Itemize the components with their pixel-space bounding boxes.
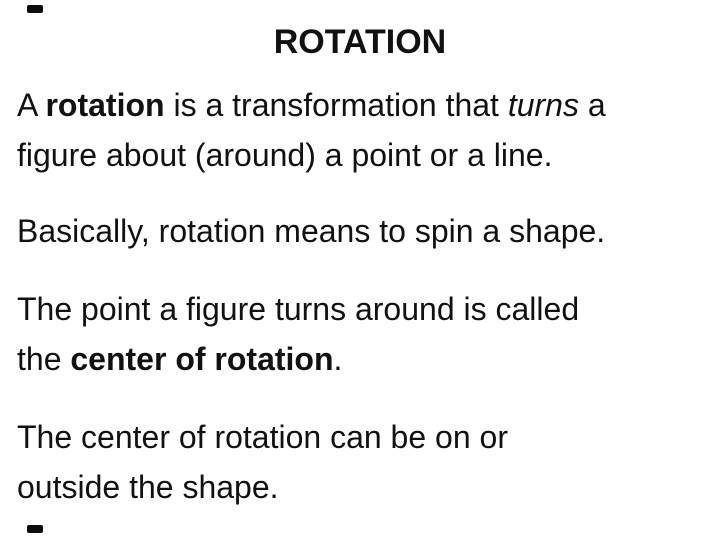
paragraph-spin-a-shape: Basically, rotation means to spin a shap… (17, 206, 703, 256)
paragraph-center-of-rotation: The point a figure turns around is calle… (17, 284, 703, 384)
text-segment: outside the shape. (17, 469, 279, 505)
text-segment: figure about (around) a point or a line. (17, 137, 553, 173)
text-segment-bold: center of rotation (70, 341, 334, 377)
text-segment: Basically, rotation means to spin a shap… (17, 213, 606, 249)
slide-body: A rotation is a transformation that turn… (0, 80, 720, 512)
text-segment: A (17, 87, 46, 123)
text-segment-italic: turns (507, 87, 579, 123)
text-line: A rotation is a transformation that turn… (17, 80, 703, 130)
text-line: figure about (around) a point or a line. (17, 130, 703, 180)
paragraph-rotation-definition: A rotation is a transformation that turn… (17, 80, 703, 180)
text-segment: The point a figure turns around is calle… (17, 291, 580, 327)
slide-title: ROTATION (273, 23, 447, 61)
text-segment: the (17, 341, 71, 377)
paragraph-center-on-or-outside: The center of rotation can be on or outs… (17, 412, 703, 512)
corner-dash-top-left (27, 5, 43, 13)
text-segment: is a transformation that (164, 87, 508, 123)
text-line: The point a figure turns around is calle… (17, 284, 703, 334)
text-line: outside the shape. (17, 462, 703, 512)
text-segment-bold: rotation (45, 87, 165, 123)
text-segment: The center of rotation can be on or (17, 419, 508, 455)
text-line: The center of rotation can be on or (17, 412, 703, 462)
text-line: the center of rotation. (17, 334, 703, 384)
text-line: Basically, rotation means to spin a shap… (17, 206, 703, 256)
corner-dash-bottom-left (27, 525, 43, 533)
text-segment: . (333, 341, 343, 377)
text-segment: a (578, 87, 606, 123)
